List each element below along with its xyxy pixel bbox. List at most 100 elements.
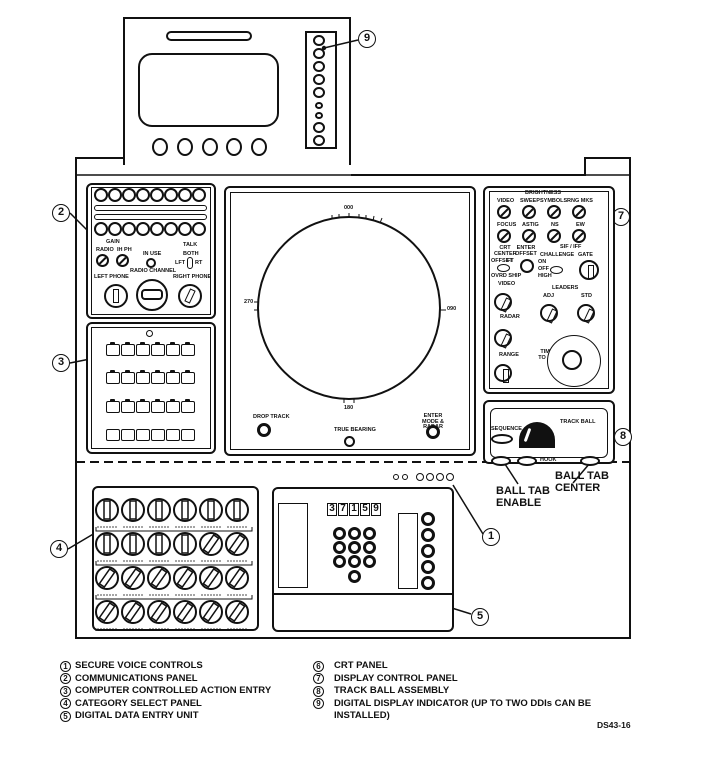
ccae-button[interactable] <box>181 342 195 356</box>
ns-knob[interactable] <box>547 229 561 243</box>
category-select-knob[interactable] <box>173 566 197 596</box>
category-select-knob[interactable] <box>173 600 197 630</box>
enter-mode-button[interactable] <box>426 425 440 439</box>
category-select-knob[interactable] <box>225 600 249 630</box>
category-select-knob[interactable] <box>199 532 223 562</box>
ccae-button[interactable] <box>136 342 150 356</box>
ccae-button[interactable] <box>106 370 120 384</box>
ccae-button[interactable] <box>151 342 165 356</box>
focus-knob[interactable] <box>497 229 511 243</box>
sequence-button[interactable] <box>491 434 513 444</box>
ccae-button[interactable] <box>121 370 135 384</box>
category-select-knob[interactable] <box>95 566 119 596</box>
category-select-knob[interactable] <box>95 532 119 562</box>
function-key[interactable] <box>421 512 435 526</box>
category-select-knob[interactable] <box>121 532 145 562</box>
ddi-side-button[interactable] <box>315 112 323 119</box>
ddi-side-button[interactable] <box>313 122 325 133</box>
category-select-knob[interactable] <box>225 498 249 528</box>
ccae-button[interactable] <box>166 342 180 356</box>
video-selector[interactable] <box>494 293 512 311</box>
ddi-side-button[interactable] <box>315 102 323 109</box>
leaders-adj-selector[interactable] <box>540 304 558 322</box>
keypad-key[interactable] <box>363 555 376 568</box>
ddi-side-button[interactable] <box>313 87 325 98</box>
keypad-key[interactable] <box>363 541 376 554</box>
ddi-button[interactable] <box>177 138 193 156</box>
ccae-button[interactable] <box>151 399 165 413</box>
comm-button[interactable] <box>150 188 164 202</box>
function-key[interactable] <box>421 544 435 558</box>
drop-track-button[interactable] <box>257 423 271 437</box>
comm-button[interactable] <box>178 222 192 236</box>
secure-voice-button[interactable] <box>446 473 454 481</box>
ccae-button[interactable] <box>106 342 120 356</box>
comm-button[interactable] <box>192 222 206 236</box>
keypad-key[interactable] <box>333 555 346 568</box>
function-key[interactable] <box>421 528 435 542</box>
rng-mks-brightness-knob[interactable] <box>572 205 586 219</box>
ddi-side-button[interactable] <box>313 48 325 59</box>
comm-button[interactable] <box>94 222 108 236</box>
secure-voice-button[interactable] <box>416 473 424 481</box>
ccae-button[interactable] <box>121 429 135 441</box>
true-bearing-button[interactable] <box>344 436 355 447</box>
category-select-knob[interactable] <box>121 600 145 630</box>
enter-offset-button[interactable] <box>520 259 534 273</box>
category-select-knob[interactable] <box>147 498 171 528</box>
comm-button[interactable] <box>136 188 150 202</box>
astig-knob[interactable] <box>522 229 536 243</box>
secure-voice-indicator[interactable] <box>393 474 399 480</box>
ddi-side-button[interactable] <box>313 61 325 72</box>
comm-button[interactable] <box>108 188 122 202</box>
secure-voice-indicator[interactable] <box>402 474 408 480</box>
keypad-key[interactable] <box>348 555 361 568</box>
category-select-knob[interactable] <box>147 532 171 562</box>
ccae-button[interactable] <box>166 370 180 384</box>
hook-button[interactable] <box>517 456 537 466</box>
ball-tab-enable-button[interactable] <box>491 456 511 466</box>
talk-switch[interactable] <box>187 257 193 269</box>
comm-button[interactable] <box>164 188 178 202</box>
time-to-go-knob[interactable] <box>562 350 582 370</box>
keypad-key[interactable] <box>333 527 346 540</box>
comm-button[interactable] <box>122 188 136 202</box>
ball-tab-center-button[interactable] <box>580 456 600 466</box>
keypad-key[interactable] <box>333 541 346 554</box>
ccae-button[interactable] <box>181 429 195 441</box>
ddi-button[interactable] <box>226 138 242 156</box>
ccae-button[interactable] <box>106 429 120 441</box>
ccae-button[interactable] <box>166 399 180 413</box>
function-key[interactable] <box>421 576 435 590</box>
ccae-button[interactable] <box>151 429 165 441</box>
right-phone-selector[interactable] <box>178 284 202 308</box>
comm-button[interactable] <box>108 222 122 236</box>
category-select-knob[interactable] <box>199 498 223 528</box>
ccae-button[interactable] <box>121 342 135 356</box>
challenge-switch[interactable] <box>550 266 563 274</box>
radar-selector[interactable] <box>494 329 512 347</box>
category-select-knob[interactable] <box>147 566 171 596</box>
keypad-key[interactable] <box>363 527 376 540</box>
category-select-knob[interactable] <box>225 532 249 562</box>
category-select-knob[interactable] <box>121 498 145 528</box>
video-brightness-knob[interactable] <box>497 205 511 219</box>
comm-button[interactable] <box>122 222 136 236</box>
ccae-button[interactable] <box>166 429 180 441</box>
gate-selector[interactable] <box>579 260 599 280</box>
ddi-side-button[interactable] <box>313 135 325 146</box>
ccae-button[interactable] <box>181 370 195 384</box>
category-select-knob[interactable] <box>173 532 197 562</box>
keypad-key[interactable] <box>348 570 361 583</box>
ddi-button[interactable] <box>152 138 168 156</box>
ih-ph-gain-knob[interactable] <box>116 254 129 267</box>
category-select-knob[interactable] <box>95 600 119 630</box>
keypad-key[interactable] <box>348 527 361 540</box>
category-select-knob[interactable] <box>121 566 145 596</box>
ccae-button[interactable] <box>136 429 150 441</box>
category-select-knob[interactable] <box>225 566 249 596</box>
ddi-button[interactable] <box>251 138 267 156</box>
ccae-button[interactable] <box>136 399 150 413</box>
radio-gain-knob[interactable] <box>96 254 109 267</box>
ddi-side-button[interactable] <box>313 35 325 46</box>
